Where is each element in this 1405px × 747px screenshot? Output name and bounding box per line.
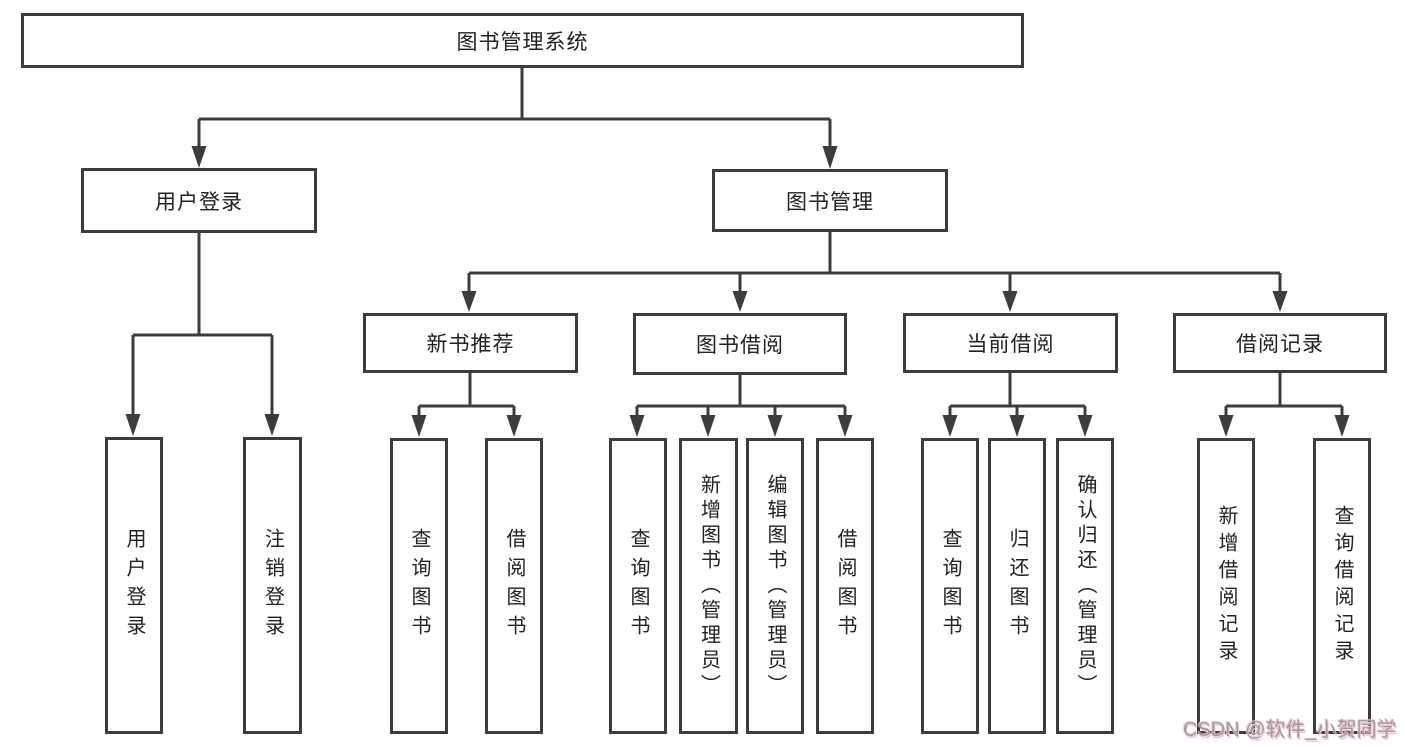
node-label: 借阅记录 — [1236, 333, 1324, 356]
arrowhead-icons — [125, 146, 1350, 437]
node-system-root: 图书管理系统 — [21, 13, 1024, 68]
leaf-confirm-return-admin: 确认归还（管理员） — [1056, 438, 1114, 734]
leaf-query-book-recommend: 查询图书 — [390, 438, 448, 734]
node-borrow-record: 借阅记录 — [1173, 313, 1387, 373]
leaf-logout: 注销登录 — [243, 437, 302, 734]
leaf-add-book-admin: 新增图书（管理员） — [679, 438, 738, 734]
node-label: 借阅图书 — [503, 528, 525, 644]
leaf-borrow-book: 借阅图书 — [816, 438, 874, 734]
node-label: 图书借阅 — [696, 334, 784, 357]
leaf-query-borrow-record: 查询借阅记录 — [1313, 438, 1371, 734]
leaf-query-book-current: 查询图书 — [921, 438, 979, 734]
node-current-borrow: 当前借阅 — [903, 313, 1118, 373]
node-book-management-branch: 图书管理 — [712, 169, 948, 232]
node-book-borrow: 图书借阅 — [633, 313, 847, 375]
node-new-book-recommend: 新书推荐 — [363, 313, 578, 373]
node-label: 新增图书（管理员） — [697, 473, 720, 699]
node-label: 查询图书 — [939, 528, 961, 644]
node-label: 归还图书 — [1006, 528, 1028, 644]
node-label: 当前借阅 — [966, 333, 1055, 356]
node-label: 新书推荐 — [426, 333, 515, 356]
leaf-query-book-borrow: 查询图书 — [609, 438, 667, 734]
leaf-user-login: 用户登录 — [105, 437, 163, 734]
leaf-borrow-book-recommend: 借阅图书 — [485, 438, 543, 734]
node-label: 注销登录 — [261, 527, 284, 644]
leaf-add-borrow-record: 新增借阅记录 — [1197, 438, 1255, 734]
node-label: 图书管理 — [786, 190, 874, 214]
node-label: 确认归还（管理员） — [1074, 473, 1096, 699]
node-label: 编辑图书（管理员） — [764, 473, 786, 699]
node-label: 借阅图书 — [834, 528, 856, 644]
node-label: 查询借阅记录 — [1331, 505, 1353, 667]
node-user-login-branch: 用户登录 — [81, 168, 317, 233]
node-label: 新增借阅记录 — [1215, 505, 1237, 667]
node-label: 用户登录 — [155, 190, 243, 214]
leaf-edit-book-admin: 编辑图书（管理员） — [746, 438, 804, 734]
node-label: 查询图书 — [627, 528, 649, 644]
node-label: 用户登录 — [123, 527, 145, 644]
node-label: 查询图书 — [408, 528, 430, 644]
node-label: 图书管理系统 — [456, 30, 589, 54]
csdn-watermark: CSDN @软件_小贺同学 — [1183, 719, 1397, 741]
leaf-return-book: 归还图书 — [988, 438, 1046, 734]
